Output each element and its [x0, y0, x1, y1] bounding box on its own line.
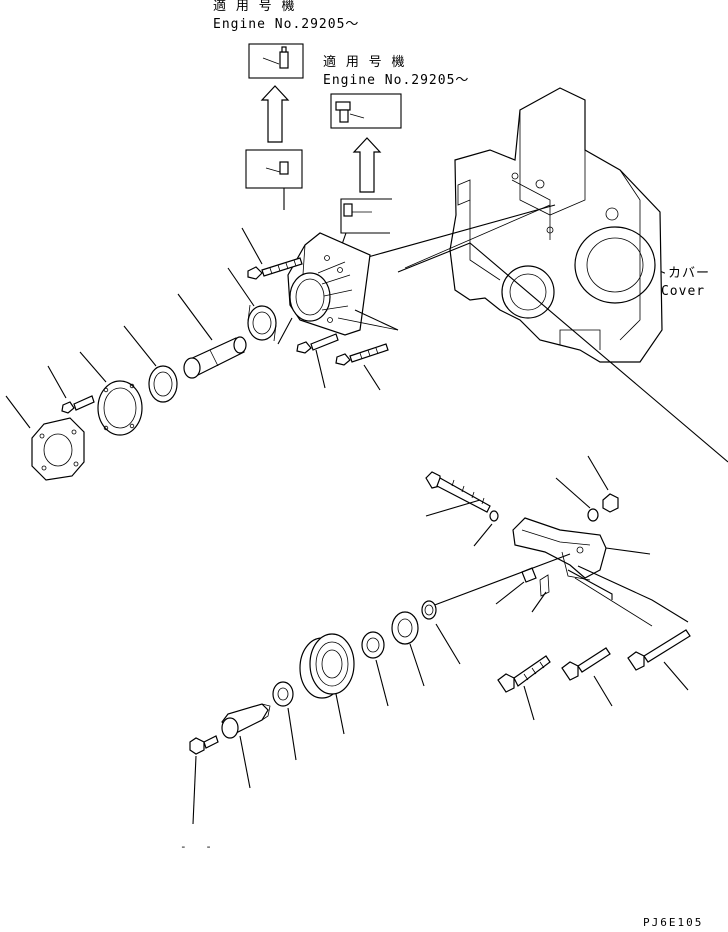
gasket: [97, 380, 143, 436]
stray-mark: - -: [180, 840, 218, 853]
arrow-up-mid: [352, 137, 382, 193]
bracket-bolt-lower-left: [296, 333, 339, 354]
bearing-lower-2: [361, 631, 385, 659]
lower-bolt-2: [561, 647, 611, 681]
detail-box-top-lower: [245, 149, 303, 210]
bracket-bolt-upper: [247, 257, 303, 280]
detail-box-top: [248, 43, 304, 79]
bearing-upper: [247, 304, 277, 342]
detail-box-mid-lower: [339, 198, 392, 251]
lower-shaft: [221, 703, 271, 739]
lower-bolt-1: [497, 655, 551, 693]
applicability-mid-engine: Engine No.29205～: [323, 73, 470, 88]
front-cover-outline: [449, 87, 663, 363]
pulley: [299, 633, 355, 699]
tension-bracket: [512, 517, 607, 581]
alternator-bracket: [287, 232, 371, 336]
bearing-lower-3: [272, 681, 294, 707]
bearing-left: [148, 365, 178, 403]
applicability-top-jp: 適 用 号 機: [213, 0, 296, 14]
applicability-top-engine: Engine No.29205～: [213, 17, 360, 32]
grease-nipple: [189, 735, 219, 755]
bearing-lower-1: [391, 611, 419, 645]
arrow-up-top: [260, 85, 290, 143]
shaft: [183, 336, 247, 379]
lower-bolt-3: [627, 629, 691, 671]
long-bolt-top: [425, 471, 491, 513]
drawing-code: PJ6E105: [643, 916, 704, 929]
cover-plate: [31, 417, 85, 481]
bracket-bolt-lower-right: [335, 343, 389, 366]
small-bolt: [61, 395, 95, 414]
applicability-mid-jp: 適 用 号 機: [323, 55, 406, 70]
detail-box-mid: [330, 93, 402, 129]
